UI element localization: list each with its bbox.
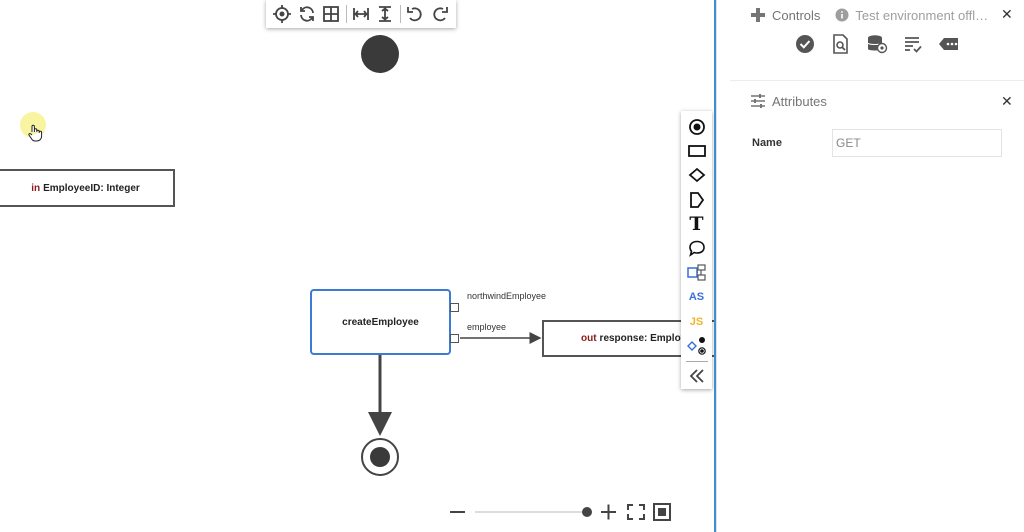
grid-icon[interactable] bbox=[321, 4, 341, 24]
name-input[interactable] bbox=[832, 129, 1002, 157]
as-script-label: AS bbox=[688, 291, 705, 304]
port-employee[interactable] bbox=[450, 334, 459, 343]
fit-width-icon[interactable] bbox=[351, 4, 371, 24]
canvas-toolbar bbox=[266, 0, 456, 28]
redo-icon[interactable] bbox=[430, 4, 450, 24]
info-icon bbox=[835, 8, 849, 22]
zoom-slider-handle[interactable] bbox=[582, 507, 592, 517]
end-node-core bbox=[370, 447, 390, 467]
name-label: Name bbox=[752, 137, 782, 149]
js-script-icon[interactable]: JS bbox=[685, 310, 709, 333]
input-parameter-label: EmployeeID: Integer bbox=[43, 182, 140, 194]
side-panel bbox=[716, 0, 1024, 532]
fit-height-icon[interactable] bbox=[375, 4, 395, 24]
js-script-label: JS bbox=[689, 315, 704, 328]
comment-tool-icon[interactable] bbox=[685, 237, 709, 260]
output-node-icon[interactable] bbox=[685, 188, 709, 211]
hand-cursor-icon bbox=[28, 124, 43, 142]
activity-node-icon[interactable] bbox=[685, 139, 709, 162]
output-parameter-label: response: Employee bbox=[599, 333, 698, 344]
list-check-icon[interactable] bbox=[902, 33, 924, 55]
target-icon[interactable] bbox=[272, 4, 292, 24]
attributes-title: Attributes bbox=[772, 93, 827, 109]
test-environment-status: Test environment offline bbox=[855, 7, 989, 23]
input-keyword: in bbox=[31, 182, 41, 194]
edge-label-northwind: northwindEmployee bbox=[467, 291, 547, 301]
transition-icon[interactable] bbox=[685, 334, 709, 357]
controls-title: Controls bbox=[772, 7, 821, 23]
panel-divider bbox=[730, 80, 1024, 81]
start-node[interactable] bbox=[361, 35, 399, 73]
attributes-header: Attributes bbox=[750, 93, 827, 109]
text-tool-icon[interactable]: T bbox=[685, 212, 709, 235]
sliders-icon bbox=[751, 94, 765, 108]
close-controls-icon[interactable]: ✕ bbox=[1001, 6, 1013, 22]
subprocess-icon[interactable] bbox=[685, 261, 709, 284]
validate-icon[interactable] bbox=[794, 33, 816, 55]
undo-icon[interactable] bbox=[405, 4, 425, 24]
toolbar-separator bbox=[399, 5, 401, 23]
collapse-palette-icon[interactable] bbox=[685, 365, 709, 388]
refresh-icon[interactable] bbox=[297, 4, 317, 24]
palette-separator bbox=[685, 360, 708, 362]
controls-header: Controls Test environment offline bbox=[750, 7, 988, 23]
panel-splitter[interactable] bbox=[714, 0, 716, 532]
text-tool-label: T bbox=[689, 213, 704, 236]
controls-icon bbox=[751, 8, 765, 22]
element-palette: T AS JS bbox=[681, 111, 712, 389]
activity-label: createEmployee bbox=[342, 316, 419, 328]
fit-to-screen-icon[interactable] bbox=[653, 503, 671, 521]
fullscreen-icon[interactable] bbox=[627, 504, 645, 520]
as-script-icon[interactable]: AS bbox=[685, 286, 709, 309]
activity-node[interactable]: createEmployee bbox=[310, 289, 451, 355]
decision-node-icon[interactable] bbox=[685, 164, 709, 187]
inspect-icon[interactable] bbox=[830, 33, 852, 55]
close-attributes-icon[interactable]: ✕ bbox=[1001, 93, 1013, 109]
output-keyword: out bbox=[581, 333, 597, 344]
diagram-canvas[interactable]: in EmployeeID: Integer createEmployee no… bbox=[0, 0, 714, 532]
edge-label-employee: employee bbox=[467, 322, 507, 332]
port-northwind-employee[interactable] bbox=[450, 303, 459, 312]
tag-icon[interactable] bbox=[938, 33, 960, 55]
edges-layer bbox=[368, 332, 542, 436]
toolbar-separator bbox=[345, 5, 347, 23]
zoom-control bbox=[448, 502, 678, 522]
start-node-icon[interactable] bbox=[685, 115, 709, 138]
input-parameter-node[interactable]: in EmployeeID: Integer bbox=[0, 169, 175, 207]
database-icon[interactable] bbox=[866, 33, 888, 55]
zoom-in-icon[interactable] bbox=[601, 504, 616, 520]
end-node[interactable] bbox=[361, 438, 399, 476]
